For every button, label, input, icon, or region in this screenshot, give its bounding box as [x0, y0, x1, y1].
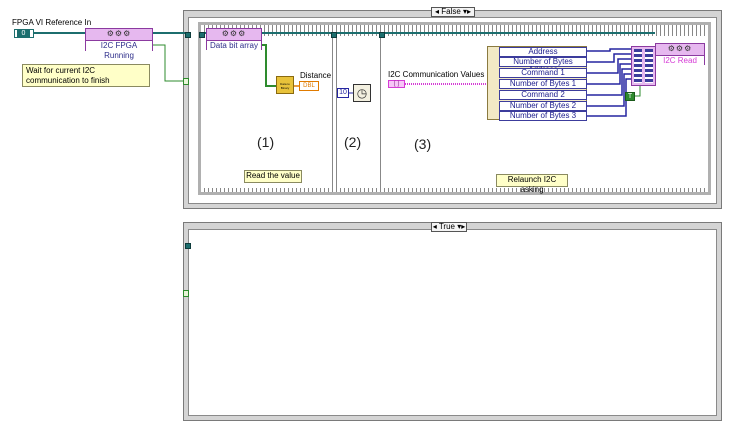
bool-wire — [153, 44, 184, 82]
seq-ref-tunnel-3 — [379, 32, 385, 38]
bundle-field-bytes-3: Number of Bytes 3 — [499, 111, 587, 121]
selector-left-arrow-icon[interactable]: ◂ — [432, 222, 437, 231]
fpga-node-glyph: ⚙⚙⚙ — [86, 29, 152, 41]
sequence-frame-2 — [337, 36, 379, 188]
fpga-write-inputs[interactable] — [631, 46, 656, 86]
data-bit-array-node[interactable]: ⚙⚙⚙ Data bit array — [206, 28, 262, 51]
bundle-field-address: Address — [499, 47, 587, 57]
step-number-3: (3) — [414, 136, 432, 152]
sequence-frame-1 — [202, 36, 330, 188]
i2c-fpga-running-label: I2C FPGA Running — [86, 41, 152, 61]
selector-left-arrow-icon[interactable]: ◂ — [434, 7, 439, 16]
bundle-by-name-node[interactable]: Address Number of Bytes Address Command … — [487, 46, 587, 121]
bundle-field-bytes-2: Number of Bytes 2 — [499, 101, 587, 111]
data-to-binary-label: Data to Binary — [280, 82, 290, 90]
wait-ms-glyph: ◷ — [356, 86, 368, 100]
selector-dropdown-icon[interactable]: ▾▸ — [457, 222, 466, 231]
case-true-ref-tunnel — [185, 243, 191, 249]
bundle-field-bytes-1: Number of Bytes 1 — [499, 79, 587, 89]
i2c-values-label: I2C Communication Values — [388, 70, 485, 79]
seq-ref-tunnel-in — [199, 32, 205, 38]
data-to-binary-vi[interactable]: Data to Binary — [276, 76, 294, 94]
bundle-field-command-1: Command 1 — [499, 68, 587, 78]
bundle-field-bytes-address: Number of Bytes Address — [499, 57, 587, 74]
i2c-read-glyph: ⚙⚙⚙ — [656, 44, 704, 56]
case-selector-value: True — [438, 222, 455, 231]
i2c-read-label: I2C Read — [656, 56, 704, 66]
case-selector-bool-tunnel — [183, 78, 189, 85]
comment-read-value: Read the value — [244, 170, 302, 183]
bool-true-constant[interactable]: T — [625, 92, 635, 101]
i2c-read-node[interactable]: ⚙⚙⚙ I2C Read — [655, 43, 705, 66]
fpga-ref-value: 0 — [17, 30, 30, 37]
distance-label: Distance — [300, 71, 332, 80]
comment-wait-i2c: Wait for current I2C communication to fi… — [22, 64, 150, 87]
data-bit-array-label: Data bit array — [207, 41, 261, 51]
case-true-bool-tunnel — [183, 290, 189, 297]
i2c-values-terminal[interactable]: [ ] — [388, 80, 405, 88]
case-true-diagram — [188, 229, 717, 416]
wait-ms-icon[interactable]: ◷ — [353, 84, 371, 102]
seq-ref-tunnel-2 — [331, 32, 337, 38]
case-ref-tunnel-in — [185, 32, 191, 38]
step-number-1: (1) — [257, 134, 275, 150]
case-selector-false[interactable]: ◂ False ▾▸ — [431, 7, 475, 17]
wait-constant[interactable]: 10 — [337, 88, 349, 98]
i2c-fpga-running-node[interactable]: ⚙⚙⚙ I2C FPGA Running — [85, 28, 153, 61]
case-selector-value: False — [441, 7, 461, 16]
comment-relaunch-i2c: Relaunch I2C asking — [496, 174, 568, 194]
distance-indicator[interactable]: DBL — [299, 81, 319, 91]
step-number-2: (2) — [344, 134, 362, 150]
fpga-ref-terminal[interactable]: 0 — [14, 29, 34, 38]
selector-dropdown-icon[interactable]: ▾▸ — [463, 7, 472, 16]
distance-type: DBL — [303, 83, 315, 89]
bundle-field-command-2: Command 2 — [499, 90, 587, 100]
case-selector-true[interactable]: ◂ True ▾▸ — [431, 222, 467, 232]
data-bit-array-glyph: ⚙⚙⚙ — [207, 29, 261, 41]
fpga-ref-label: FPGA VI Reference In — [12, 18, 92, 27]
i2c-values-terminal-glyph: [ ] — [393, 81, 399, 87]
